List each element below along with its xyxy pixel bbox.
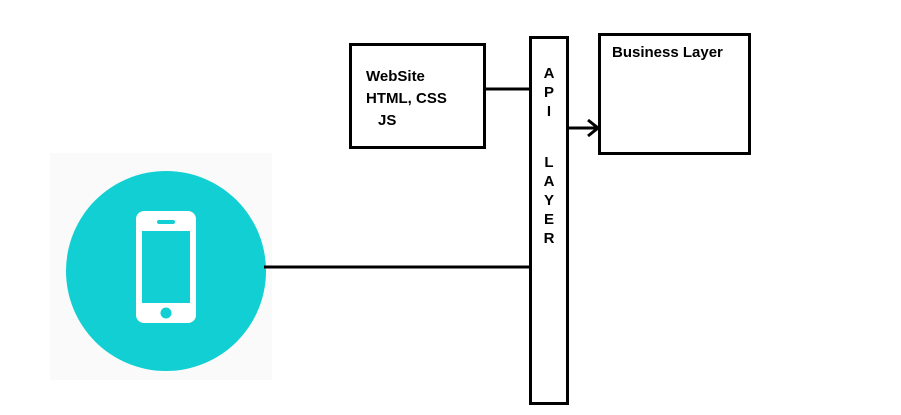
website-label-line2: HTML, CSS bbox=[366, 90, 447, 107]
layer-letter: E bbox=[543, 211, 554, 228]
smartphone-icon bbox=[136, 211, 196, 323]
api-layer-box: A P I L A Y E R bbox=[529, 36, 569, 405]
api-letter: A bbox=[543, 65, 555, 82]
website-label-line3: JS bbox=[378, 112, 397, 129]
layer-letter: R bbox=[543, 230, 555, 247]
api-letter: I bbox=[546, 103, 552, 120]
website-label-line1: WebSite bbox=[366, 68, 425, 85]
api-layer-label: A P I L A Y E R bbox=[532, 64, 566, 248]
api-letter-spacer bbox=[532, 121, 566, 153]
layer-letter: A bbox=[543, 173, 555, 190]
api-letter: P bbox=[543, 84, 554, 101]
website-label: WebSite HTML, CSS JS bbox=[366, 66, 447, 132]
business-layer-box: Business Layer bbox=[598, 33, 751, 155]
business-layer-label: Business Layer bbox=[612, 44, 723, 61]
layer-letter: L bbox=[544, 154, 554, 171]
website-box: WebSite HTML, CSS JS bbox=[349, 43, 486, 149]
layer-letter: Y bbox=[543, 192, 554, 209]
mobile-app-circle bbox=[66, 171, 266, 371]
